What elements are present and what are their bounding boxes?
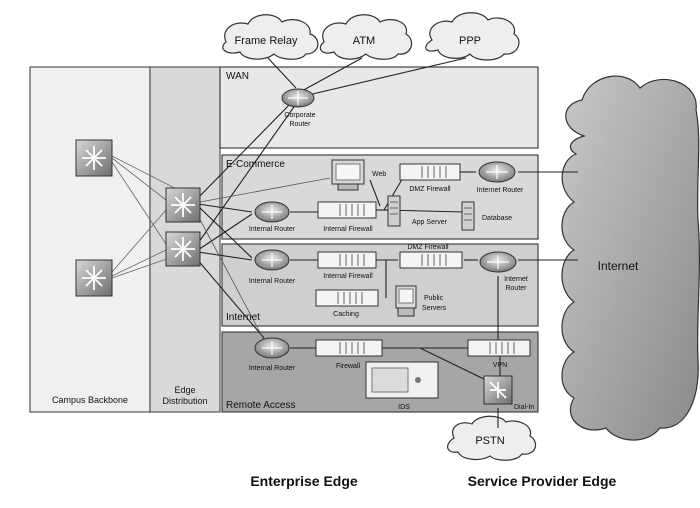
app-server-label: App Server (412, 219, 448, 226)
internal-firewall-internet-label: Internal Firewall (323, 273, 373, 280)
dmz-firewall-internet-label: DMZ Firewall (407, 244, 449, 251)
frame-relay-label: Frame Relay (235, 35, 298, 47)
internet-router-ecommerce (478, 161, 516, 183)
internet-zone-label: Internet (226, 312, 260, 323)
internet-router-internet-label-line1: Internet (504, 276, 528, 283)
ppp-label: PPP (459, 35, 481, 47)
internal-firewall-ecommerce (317, 201, 377, 219)
corporate-router-label-line1: Corporate (284, 112, 315, 119)
internet-router-internet-label-line2: Router (505, 285, 527, 292)
internal-firewall-ecommerce-label: Internal Firewall (323, 226, 373, 233)
enterprise-edge-label: Enterprise Edge (250, 473, 358, 489)
ecommerce-label: E-Commerce (226, 159, 285, 170)
app-server (387, 195, 401, 227)
public-servers-label-line1: Public (424, 295, 444, 302)
edge-switch-bottom (165, 231, 201, 267)
database-server (461, 201, 475, 231)
internal-router-internet-label: Internal Router (249, 278, 296, 285)
internet-router-internet (479, 251, 517, 273)
dmz-firewall-ecommerce-label: DMZ Firewall (409, 186, 451, 193)
campus-switch-bottom (75, 259, 113, 297)
internal-router-ecommerce-label: Internal Router (249, 226, 296, 233)
atm-label: ATM (353, 35, 375, 47)
atm-cloud: ATM (319, 14, 413, 60)
internal-router-ecommerce (254, 201, 290, 223)
caching-label: Caching (333, 311, 359, 318)
caching-appliance (315, 289, 379, 307)
wan-label: WAN (226, 71, 249, 82)
firewall-remote-access-label: Firewall (336, 363, 361, 370)
service-provider-edge-label: Service Provider Edge (468, 473, 617, 489)
database-label: Database (482, 215, 512, 222)
network-links (111, 57, 578, 428)
corporate-router (281, 88, 315, 108)
edge-switch-top (165, 187, 201, 223)
edge-distribution-label-line2: Distribution (162, 396, 207, 406)
pstn-label: PSTN (475, 435, 504, 447)
corporate-router-label-line2: Router (289, 121, 311, 128)
internal-router-internet (254, 249, 290, 271)
dial-in-access-server (483, 375, 513, 405)
campus-backbone-zone (29, 66, 151, 413)
ids-label: IDS (398, 404, 410, 411)
internet-cloud: Internet (561, 75, 700, 441)
web-label: Web (372, 171, 386, 178)
internal-router-remote-access-label: Internal Router (249, 365, 296, 372)
edge-distribution-label-line1: Edge (174, 385, 195, 395)
campus-backbone-label: Campus Backbone (52, 395, 128, 405)
frame-relay-cloud: Frame Relay (222, 14, 319, 60)
ppp-cloud: PPP (425, 12, 520, 61)
dmz-firewall-ecommerce (399, 163, 461, 181)
campus-switch-top (75, 139, 113, 177)
public-servers-label-line2: Servers (422, 305, 447, 312)
firewall-remote-access (315, 339, 383, 357)
dmz-firewall-internet (399, 251, 463, 269)
vpn-concentrator (467, 339, 531, 357)
internet-router-ecommerce-label: Internet Router (477, 187, 524, 194)
dial-in-label: Dial-In (514, 404, 534, 411)
web-server (331, 159, 365, 191)
pstn-cloud: PSTN (447, 415, 537, 461)
remote-access-label: Remote Access (226, 400, 295, 411)
vpn-label: VPN (493, 362, 507, 369)
internet-cloud-label: Internet (598, 259, 639, 273)
ids-sensor (365, 361, 439, 399)
internal-router-remote-access (254, 337, 290, 359)
public-servers (395, 285, 417, 317)
internal-firewall-internet (317, 251, 377, 269)
wan-zone (219, 66, 539, 149)
